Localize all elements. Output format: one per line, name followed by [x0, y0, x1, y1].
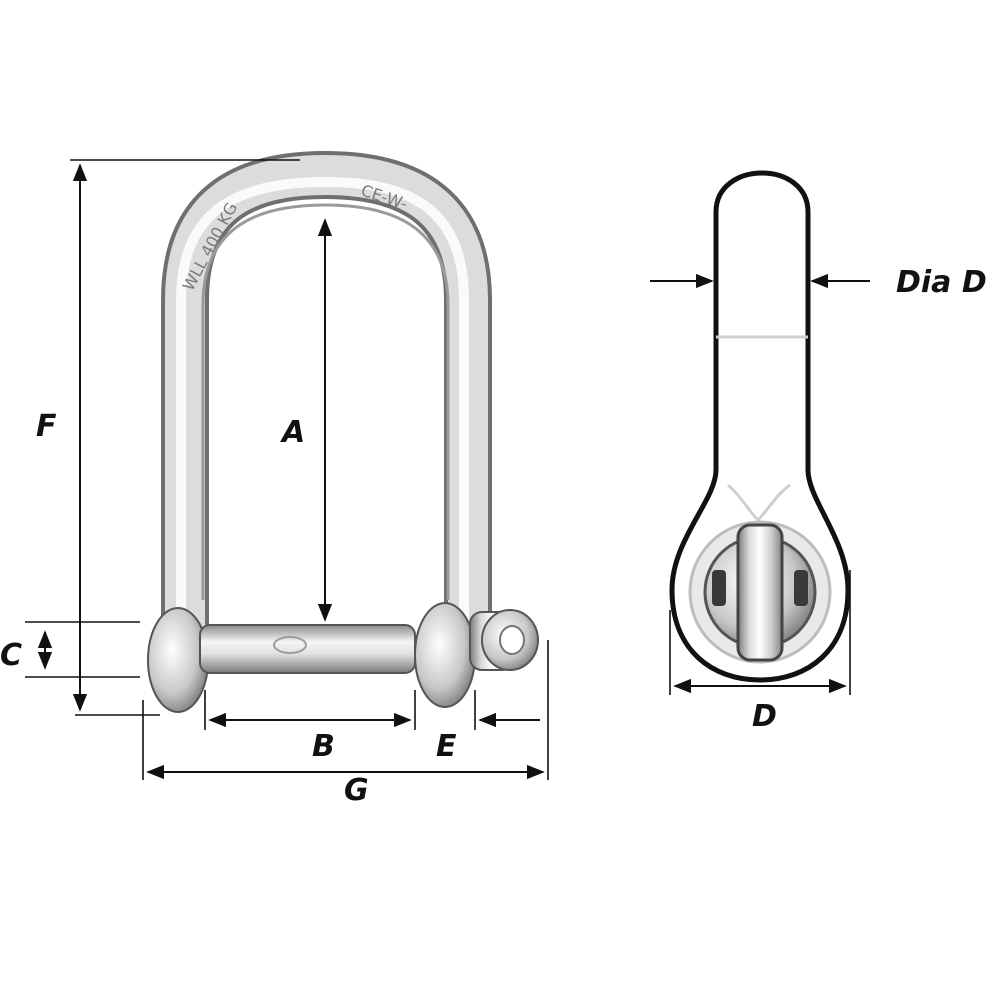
- label-g: G: [344, 773, 369, 808]
- shackle-pin: [199, 624, 416, 674]
- dimension-lines-side: [650, 273, 870, 695]
- label-dia-d: Dia D: [896, 265, 987, 300]
- label-b: B: [312, 729, 335, 764]
- shackle-side-view: [669, 170, 851, 683]
- label-c: C: [0, 638, 22, 673]
- right-eye-lug: [414, 602, 476, 708]
- side-view-pin: [736, 523, 784, 662]
- label-a: A: [280, 415, 305, 450]
- label-d: D: [752, 699, 777, 734]
- shackle-front-view: WLL 400 KG CE-W-: [147, 150, 539, 713]
- shackle-body: [161, 150, 492, 654]
- label-e: E: [436, 729, 457, 764]
- label-f: F: [36, 409, 57, 444]
- dimension-lines-front: [25, 159, 549, 780]
